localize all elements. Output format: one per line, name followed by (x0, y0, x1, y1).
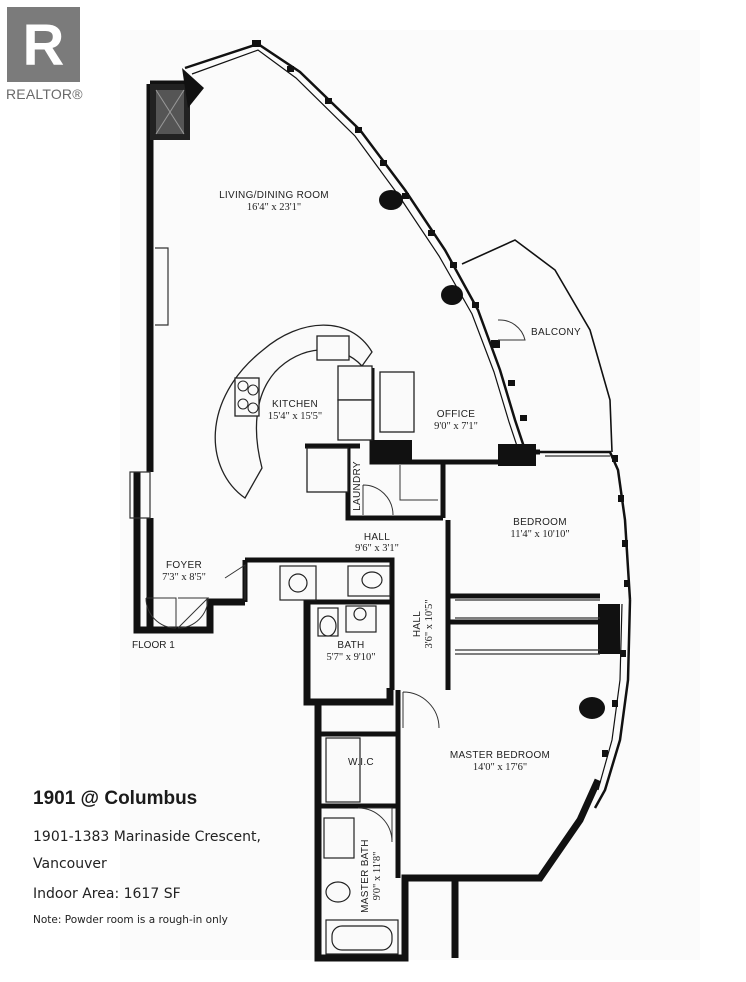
kitchen-label: KITCHEN (272, 399, 318, 410)
mullions (252, 40, 630, 757)
thin-partitions (129, 247, 610, 655)
master-bedroom-label: MASTER BEDROOM (450, 750, 550, 761)
bath-fixtures (279, 565, 399, 955)
realtor-logo-mark: R (22, 13, 65, 78)
realtor-logo-box: R (7, 7, 80, 82)
kitchen-counter (214, 324, 415, 499)
columns (379, 190, 605, 719)
address-line-2: Vancouver (33, 856, 107, 872)
plan-background (120, 30, 700, 960)
balcony-label: BALCONY (531, 327, 581, 338)
indoor-area: Indoor Area: 1617 SF (33, 886, 181, 902)
address-line-1: 1901-1383 Marinaside Crescent, (33, 829, 261, 845)
hall2-dims: 3'6" x 10'5" (424, 599, 435, 648)
kitchen-dims: 15'4" x 15'5" (268, 411, 322, 422)
wic-label: W.I.C (348, 757, 374, 768)
master-bath-label: MASTER BATH (360, 839, 371, 913)
stove-burners (237, 380, 259, 414)
laundry-label: LAUNDRY (352, 461, 363, 511)
foyer-label: FOYER (166, 560, 202, 571)
floor-label: FLOOR 1 (132, 640, 175, 651)
hall-label: HALL (364, 532, 390, 543)
bath-label: BATH (337, 640, 364, 651)
living-room-dims: 16'4" x 23'1" (247, 202, 301, 213)
bedroom-wall-block (372, 440, 620, 654)
exterior-walls (133, 80, 602, 962)
living-room-label: LIVING/DINING ROOM (219, 190, 329, 201)
office-label: OFFICE (437, 409, 475, 420)
realtor-wordmark: REALTOR® (6, 86, 83, 102)
bath-dims: 5'7" x 9'10" (326, 652, 375, 663)
foyer-dims: 7'3" x 8'5" (162, 572, 206, 583)
master-bedroom-dims: 14'0" x 17'6" (473, 762, 527, 773)
hall-dims: 9'6" x 3'1" (355, 543, 399, 554)
powder-room-note: Note: Powder room is a rough-in only (33, 914, 228, 926)
bedroom-dims: 11'4" x 10'10" (510, 529, 569, 540)
realtor-logo: R REALTOR® (6, 6, 86, 104)
fireplace (150, 68, 204, 140)
listing-title: 1901 @ Columbus (33, 788, 198, 809)
hall2-label: HALL (412, 611, 423, 637)
bedroom-label: BEDROOM (513, 517, 567, 528)
master-bath-dims: 9'0" x 11'8" (372, 852, 383, 901)
door-swings (145, 319, 526, 843)
office-dims: 9'0" x 7'1" (434, 421, 478, 432)
listing-info: 1901 @ Columbus 1901-1383 Marinaside Cre… (33, 788, 313, 926)
